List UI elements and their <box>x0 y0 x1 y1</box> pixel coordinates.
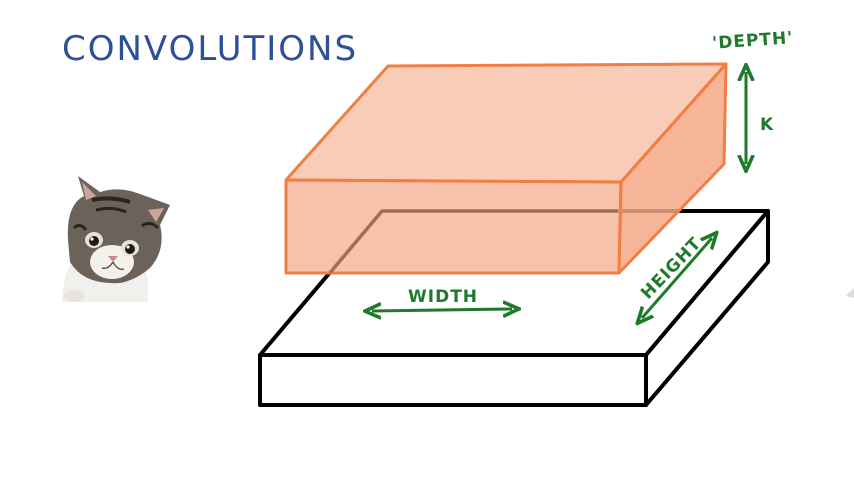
width-arrow <box>372 309 512 311</box>
kitten-image <box>62 176 170 302</box>
output-volume <box>284 62 728 275</box>
depth-label: 'DEPTH' <box>711 28 794 54</box>
slab-edge-through-box <box>328 209 618 274</box>
height-arrow <box>642 238 712 318</box>
k-label: K <box>760 115 774 135</box>
width-label: WIDTH <box>408 287 478 307</box>
edge-artifact <box>846 288 854 298</box>
slide-title: CONVOLUTIONS <box>62 29 358 69</box>
